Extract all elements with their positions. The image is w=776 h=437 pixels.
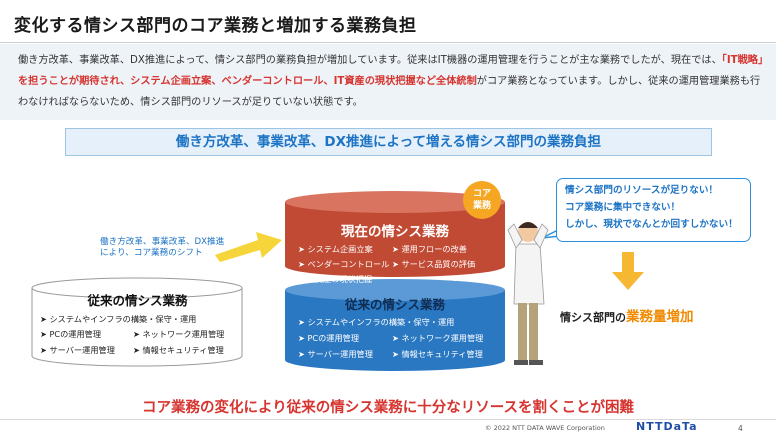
copyright: © 2022 NTT DATA WAVE Corporation [485,424,605,432]
title-divider [0,42,776,43]
current-cylinder-red [285,191,505,277]
legacy-ops-blue-title: 従来の情シス業務 [344,297,445,312]
speech-line: しかし、現状でなんとか回すしかない！ [565,219,738,230]
core-badge-circle [463,181,501,219]
legacy-ops-blue-item: ➤ サーバー運用管理 [298,349,373,359]
speech-line: コア業務に集中できない！ [565,202,681,213]
legacy-cylinder-blue [285,279,505,371]
page-title: 変化する情シス部門のコア業務と増加する業務負担 [14,16,417,36]
current-ops-item: ➤ IT資産の現状把握 [298,274,373,284]
legacy-ops-white-item: ➤ サーバー運用管理 [40,345,115,355]
intro-panel: 働き方改革、事業改革、DX推進によって、情シス部門の業務負担が増加しています。従… [0,44,776,120]
intro-text-a: 働き方改革、事業改革、DX推進によって、情シス部門の業務負担が増加しています。従… [18,55,722,66]
legacy-ops-blue-item: ➤ ネットワーク運用管理 [392,333,484,343]
current-ops-item: ➤ システム企画立案 [298,244,373,254]
legacy-ops-white-item: ➤ 情報セキュリティ管理 [133,345,224,355]
shift-label: 働き方改革、事業改革、DX推進 により、コア業務のシフト [100,237,225,258]
legacy-ops-white-item: ➤ PCの運用管理 [40,329,102,339]
conclusion-text: コア業務の変化により従来の情シス業務に十分なリソースを割くことが困難 [142,400,634,416]
current-ops-item: ➤ サービス品質の評価 [392,259,476,269]
intro-text: 働き方改革、事業改革、DX推進によって、情シス部門の業務負担が増加しています。従… [18,50,766,113]
legacy-ops-blue-item: ➤ システムやインフラの構築・保守・運用 [298,317,455,327]
down-arrow-icon [612,252,644,290]
footer-divider [0,419,776,420]
current-ops-item: ➤ 運用フローの改善 [392,244,467,254]
core-badge-label: コア 業務 [472,189,491,211]
company-logo: NTTDaTa [636,420,698,433]
person-illustration [507,222,549,365]
speech-bubble: 情シス部門のリソースが足りない！ コア業務に集中できない！ しかし、現状でなんと… [556,178,751,242]
legacy-ops-blue-item: ➤ 情報セキュリティ管理 [392,349,483,359]
current-ops-title: 現在の情シス業務 [341,224,449,240]
legacy-ops-white-title: 従来の情シス業務 [87,293,188,308]
workload-banner: 働き方改革、事業改革、DX推進によって増える情シス部門の業務負担 [65,128,712,156]
legacy-cylinder-white [31,277,243,367]
page-number: 4 [738,424,743,433]
legacy-ops-white-item: ➤ ネットワーク運用管理 [133,329,225,339]
legacy-ops-blue-item: ➤ PCの運用管理 [298,333,360,343]
intro-text-b: がコア業務となっています。しかし、従来の運用管理業務も行わなければならないため、… [18,76,761,108]
workload-increase: 情シス部門の業務量増加 [560,309,694,325]
current-ops-etc: etc… [452,273,473,283]
current-ops-item: ➤ ベンダーコントロール [298,259,390,269]
intro-highlight: 「IT戦略」を担うことが期待され、システム企画立案、ベンダーコントロール、IT資… [18,55,764,87]
shift-arrow-icon [215,232,282,262]
speech-line: 情シス部門のリソースが足りない！ [565,185,719,196]
workload-emphasis: 業務量増加 [626,309,694,325]
legacy-ops-white-item: ➤ システムやインフラの構築・保守・運用 [40,314,197,324]
